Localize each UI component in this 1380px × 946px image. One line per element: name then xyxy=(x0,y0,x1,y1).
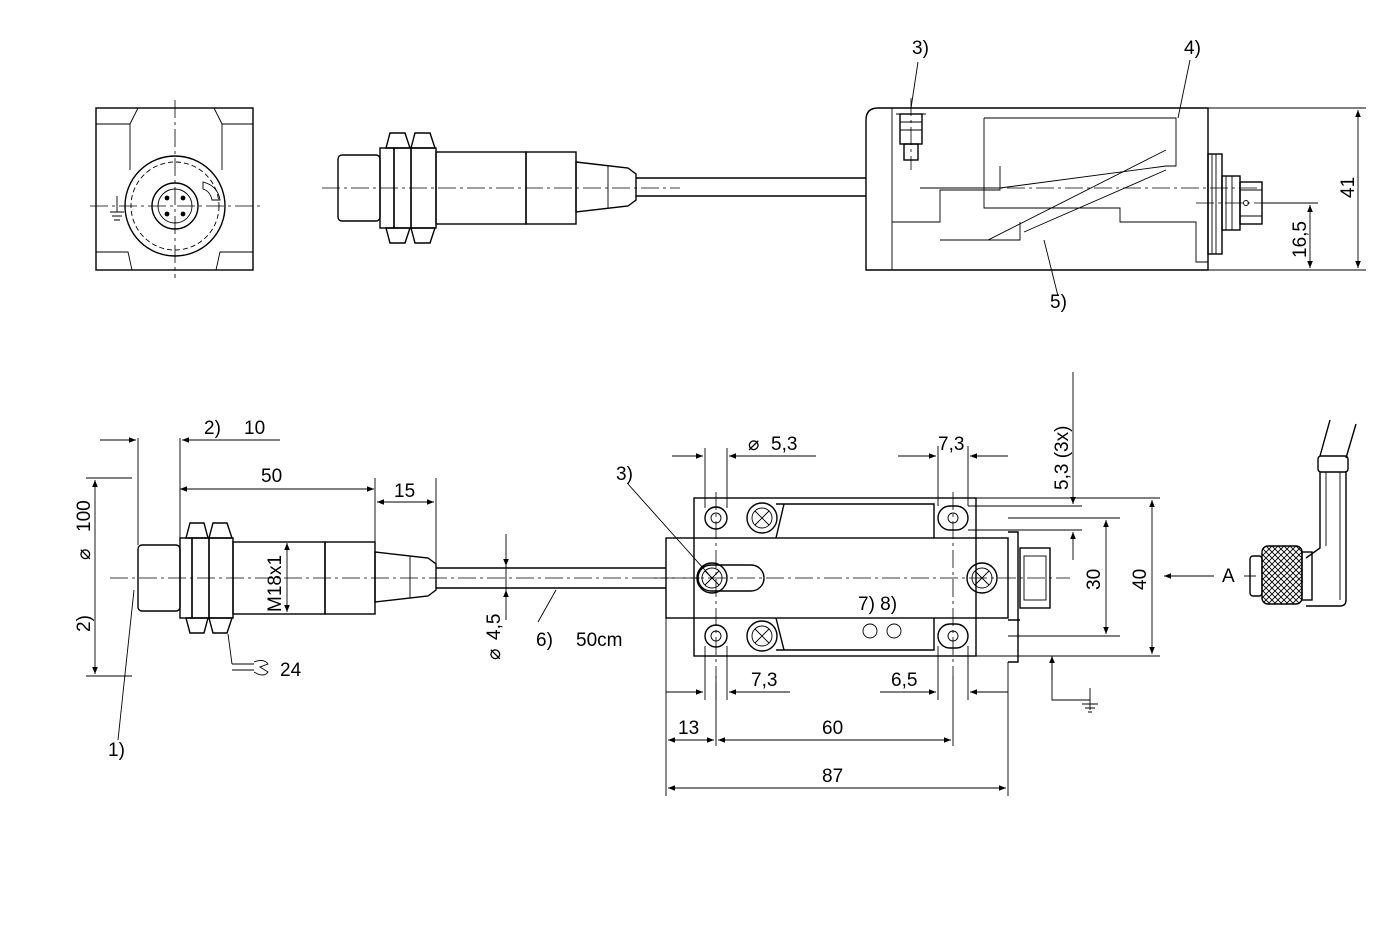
dim-height-30: 30 xyxy=(1084,569,1105,590)
amplifier-dimensions xyxy=(665,372,1256,796)
ground-icon xyxy=(1049,656,1098,713)
dim-slot-7-3-top: 7,3 xyxy=(938,434,964,455)
callout-5: 5) xyxy=(1050,292,1067,313)
dim-height-16-5: 16,5 xyxy=(1290,221,1311,258)
end-view xyxy=(90,100,262,278)
wrench-size-24: 24 xyxy=(280,660,302,681)
sensor-dimensions xyxy=(86,437,557,741)
dim-height-40: 40 xyxy=(1130,569,1151,590)
dim-slot-5-3-3x: 5,3 (3x) xyxy=(1052,426,1073,490)
dim-87: 87 xyxy=(822,766,843,787)
dim-50: 50 xyxy=(261,466,282,487)
diameter-symbol-5-3: ⌀ xyxy=(748,434,759,455)
dim-10: 10 xyxy=(244,418,265,439)
dim-diameter-4-5: 4,5 xyxy=(484,614,505,640)
diameter-symbol-4-5: ⌀ xyxy=(484,649,505,660)
callout-2: 2) xyxy=(204,418,221,439)
top-dimensions xyxy=(910,59,1366,297)
view-a-label: A xyxy=(1222,566,1235,587)
dim-height-41: 41 xyxy=(1338,177,1359,198)
ground-icon xyxy=(110,196,124,221)
callout-1: 1) xyxy=(108,740,125,761)
callout-6: 6) xyxy=(536,630,553,651)
dim-60: 60 xyxy=(822,718,843,739)
thread-label: M18x1 xyxy=(265,555,286,612)
sensor-side-view xyxy=(322,132,866,244)
callout-4: 4) xyxy=(1184,38,1201,59)
dim-hole-5-3: 5,3 xyxy=(771,434,797,455)
amplifier-side-view xyxy=(865,98,1278,271)
dim-13: 13 xyxy=(678,718,699,739)
callout-3-bottom: 3) xyxy=(616,464,633,485)
angled-connector-view xyxy=(1249,419,1357,607)
diameter-symbol-100: ⌀ xyxy=(74,549,95,560)
dim-diameter-100: 100 xyxy=(74,500,95,532)
callout-2-left: 2) xyxy=(74,615,95,632)
wrench-icon xyxy=(227,633,269,676)
callout-7-8: 7) 8) xyxy=(858,594,897,615)
dim-slot-6-5: 6,5 xyxy=(891,670,917,691)
sensor-top-view xyxy=(110,522,700,676)
dim-15: 15 xyxy=(394,481,415,502)
amplifier-top-view xyxy=(627,483,1098,713)
callout-3-top: 3) xyxy=(912,38,929,59)
cable-length: 50cm xyxy=(576,630,622,651)
dim-slot-7-3-bottom: 7,3 xyxy=(751,670,777,691)
